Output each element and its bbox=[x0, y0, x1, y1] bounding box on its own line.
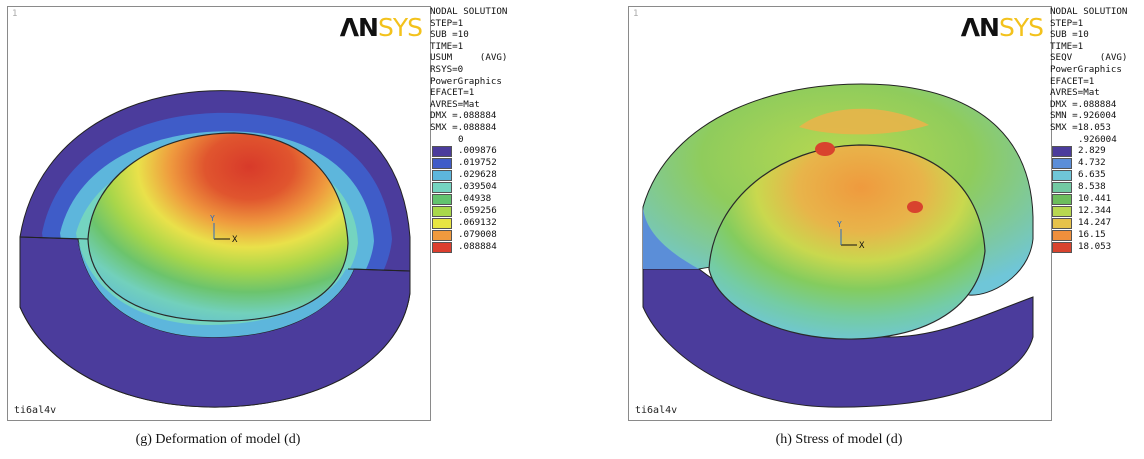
figure-caption: (h) Stress of model (d) bbox=[775, 432, 903, 447]
legend-entry: .079008 bbox=[430, 229, 548, 242]
figure-caption: (g) Deformation of model (d) bbox=[135, 432, 301, 447]
legend-entry: .04938 bbox=[430, 193, 548, 206]
legend-entry: 16.15 bbox=[1050, 229, 1144, 242]
deformation-legend: NODAL SOLUTION STEP=1 SUB =10 TIME=1 USU… bbox=[430, 6, 548, 254]
ansys-logo: ΛNSYS bbox=[960, 13, 1044, 42]
legend-value-label: 10.441 bbox=[1078, 193, 1112, 205]
legend-header-line: PowerGraphics bbox=[1050, 63, 1122, 75]
legend-color-swatch bbox=[1052, 230, 1072, 242]
legend-color-swatch bbox=[1052, 218, 1072, 230]
material-label: ti6al4v bbox=[14, 405, 57, 416]
legend-color-swatch bbox=[1052, 182, 1072, 194]
legend-min-value: 0 bbox=[458, 133, 464, 145]
legend-header-line: TIME=1 bbox=[1050, 40, 1084, 52]
legend-value-label: 12.344 bbox=[1078, 205, 1112, 217]
legend-value-label: 4.732 bbox=[1078, 157, 1106, 169]
window-number: 1 bbox=[12, 9, 18, 19]
legend-header-line: NODAL SOLUTION bbox=[1050, 6, 1128, 17]
legend-header-line: USUM (AVG) bbox=[430, 52, 508, 64]
legend-entry: 10.441 bbox=[1050, 193, 1144, 206]
legend-header-line: SMN =.926004 bbox=[1050, 110, 1117, 122]
legend-color-swatch bbox=[432, 242, 452, 254]
legend-entry: .029628 bbox=[430, 169, 548, 182]
axis-triad-icon: X Y bbox=[837, 220, 865, 251]
legend-entry: 4.732 bbox=[1050, 157, 1144, 170]
legend-color-swatch bbox=[1052, 194, 1072, 206]
legend-min-value: .926004 bbox=[1078, 133, 1117, 145]
legend-header-line: AVRES=Mat bbox=[430, 98, 480, 110]
triad-x-label: X bbox=[859, 241, 865, 251]
legend-entry: .009876 bbox=[430, 145, 548, 158]
legend-entry: .039504 bbox=[430, 181, 548, 194]
legend-header-line: NODAL SOLUTION bbox=[430, 6, 508, 17]
legend-entry: .059256 bbox=[430, 205, 548, 218]
legend-header-line: SUB =10 bbox=[1050, 29, 1089, 41]
legend-header-line: PowerGraphics bbox=[430, 75, 502, 87]
legend-header-line: TIME=1 bbox=[430, 40, 464, 52]
legend-header-line: RSYS=0 bbox=[430, 63, 464, 75]
legend-value-label: 16.15 bbox=[1078, 229, 1106, 241]
legend-color-swatch bbox=[432, 194, 452, 206]
legend-color-swatch bbox=[1052, 170, 1072, 182]
legend-value-label: 14.247 bbox=[1078, 217, 1112, 229]
stress-plot-panel: 1 bbox=[628, 6, 1052, 421]
window-number: 1 bbox=[633, 9, 639, 19]
triad-x-label: X bbox=[232, 235, 238, 245]
legend-value-label: 2.829 bbox=[1078, 145, 1106, 157]
legend-header-line: SUB =10 bbox=[430, 29, 469, 41]
legend-value-label: .019752 bbox=[458, 157, 497, 169]
legend-color-swatch bbox=[1052, 158, 1072, 170]
legend-color-swatch bbox=[432, 230, 452, 242]
legend-header-line: STEP=1 bbox=[430, 17, 464, 29]
legend-header-line: DMX =.088884 bbox=[430, 110, 497, 122]
legend-header-line: DMX =.088884 bbox=[1050, 98, 1117, 110]
legend-header-line: AVRES=Mat bbox=[1050, 87, 1100, 99]
legend-entry: .069132 bbox=[430, 217, 548, 230]
legend-value-label: 6.635 bbox=[1078, 169, 1106, 181]
legend-entry: 12.344 bbox=[1050, 205, 1144, 218]
legend-color-swatch bbox=[432, 170, 452, 182]
legend-header-line: SMX =.088884 bbox=[430, 121, 497, 133]
legend-color-swatch bbox=[432, 146, 452, 158]
legend-value-label: .088884 bbox=[458, 241, 497, 253]
legend-color-swatch bbox=[432, 158, 452, 170]
legend-color-swatch bbox=[432, 206, 452, 218]
legend-color-swatch bbox=[432, 218, 452, 230]
legend-value-label: .069132 bbox=[458, 217, 497, 229]
deformation-plot-panel: 1 X Y bbox=[7, 6, 431, 421]
axis-triad-icon: X Y bbox=[210, 214, 238, 245]
legend-entry: .019752 bbox=[430, 157, 548, 170]
legend-entry: 6.635 bbox=[1050, 169, 1144, 182]
material-label: ti6al4v bbox=[635, 405, 678, 416]
legend-header-line: STEP=1 bbox=[1050, 17, 1084, 29]
stress-contour-model: X Y bbox=[642, 83, 1034, 408]
legend-header-line: EFACET=1 bbox=[1050, 75, 1095, 87]
ansys-logo: ΛNSYS bbox=[339, 13, 423, 42]
legend-value-label: 18.053 bbox=[1078, 241, 1112, 253]
legend-entry: 2.829 bbox=[1050, 145, 1144, 158]
legend-color-swatch bbox=[1052, 146, 1072, 158]
legend-value-label: .009876 bbox=[458, 145, 497, 157]
legend-color-swatch bbox=[1052, 242, 1072, 254]
legend-value-label: .079008 bbox=[458, 229, 497, 241]
triad-y-label: Y bbox=[837, 220, 842, 229]
legend-value-label: .04938 bbox=[458, 193, 492, 205]
stress-legend: NODAL SOLUTION STEP=1 SUB =10 TIME=1 SEQ… bbox=[1050, 6, 1144, 254]
triad-y-label: Y bbox=[210, 214, 215, 223]
legend-color-swatch bbox=[432, 182, 452, 194]
legend-entry: 8.538 bbox=[1050, 181, 1144, 194]
deformation-contour-model: X Y bbox=[19, 90, 411, 408]
legend-color-swatch bbox=[1052, 206, 1072, 218]
legend-value-label: .059256 bbox=[458, 205, 497, 217]
legend-entry: 18.053 bbox=[1050, 241, 1144, 254]
legend-entry: .088884 bbox=[430, 241, 548, 254]
legend-header-line: SEQV (AVG) bbox=[1050, 52, 1128, 64]
legend-value-label: .039504 bbox=[458, 181, 497, 193]
legend-header-line: EFACET=1 bbox=[430, 87, 475, 99]
legend-entry: 14.247 bbox=[1050, 217, 1144, 230]
legend-value-label: 8.538 bbox=[1078, 181, 1106, 193]
legend-header-line: SMX =18.053 bbox=[1050, 121, 1111, 133]
legend-value-label: .029628 bbox=[458, 169, 497, 181]
